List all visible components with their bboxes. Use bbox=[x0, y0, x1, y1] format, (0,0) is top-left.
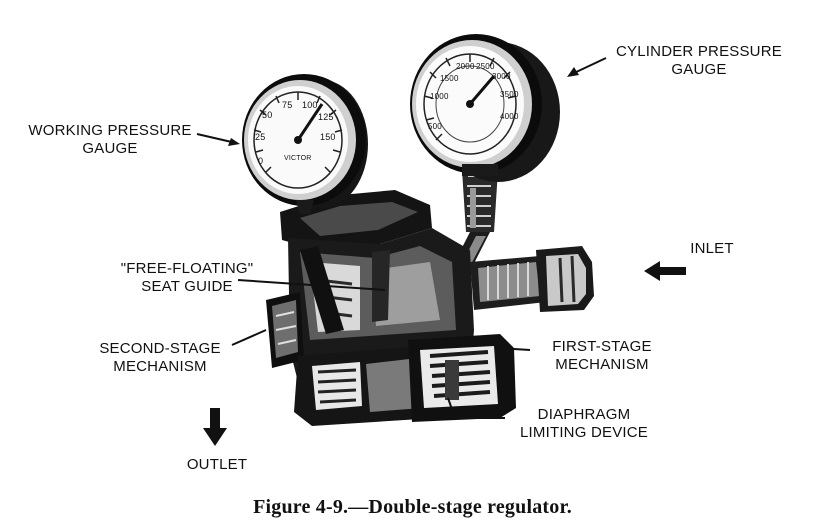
inlet-arrow bbox=[644, 261, 686, 281]
working-gauge-number: 50 bbox=[262, 110, 273, 120]
cylinder-gauge-number: 4000 bbox=[500, 112, 519, 121]
outlet-arrow bbox=[203, 408, 227, 446]
cylinder-gauge-number: 2500 bbox=[476, 62, 495, 71]
figure-caption: Figure 4-9.—Double-stage regulator. bbox=[253, 496, 572, 518]
working-gauge-number: 25 bbox=[255, 132, 266, 142]
working-gauge-number: 0 bbox=[258, 156, 264, 166]
cylinder-gauge-number: 1500 bbox=[440, 74, 459, 83]
regulator-body bbox=[266, 190, 594, 426]
cylinder-gauge-number: 500 bbox=[428, 122, 442, 131]
working-pressure-gauge-label: WORKING PRESSURE GAUGE bbox=[28, 122, 192, 157]
inlet-label: INLET bbox=[690, 240, 734, 257]
working-gauge-number: 150 bbox=[320, 132, 336, 142]
working-gauge-number: 75 bbox=[282, 100, 293, 110]
cylinder-gauge-number: 1000 bbox=[430, 92, 449, 101]
outlet-label: OUTLET bbox=[186, 456, 248, 473]
working-gauge-number: 125 bbox=[318, 112, 334, 122]
cylinder-gauge-number: 3500 bbox=[500, 90, 519, 99]
first-stage-mechanism-label: FIRST-STAGE MECHANISM bbox=[552, 338, 652, 373]
cylinder-pressure-gauge-label: CYLINDER PRESSURE GAUGE bbox=[616, 43, 782, 78]
leader-lines bbox=[196, 57, 607, 419]
cylinder-gauge-number: 2000 bbox=[456, 62, 475, 71]
diaphragm-limiting-device-label: DIAPHRAGM LIMITING DEVICE bbox=[519, 406, 649, 441]
working-pressure-gauge bbox=[242, 74, 368, 214]
working-gauge-brand: VICTOR bbox=[284, 155, 312, 162]
cylinder-pressure-gauge bbox=[410, 34, 560, 182]
second-stage-mechanism-label: SECOND-STAGE MECHANISM bbox=[99, 340, 221, 375]
arrowheads bbox=[228, 67, 579, 352]
working-gauge-number: 100 bbox=[302, 100, 318, 110]
free-floating-seat-guide-label: "FREE-FLOATING" SEAT GUIDE bbox=[120, 260, 254, 295]
cylinder-gauge-number: 3000 bbox=[492, 72, 511, 81]
